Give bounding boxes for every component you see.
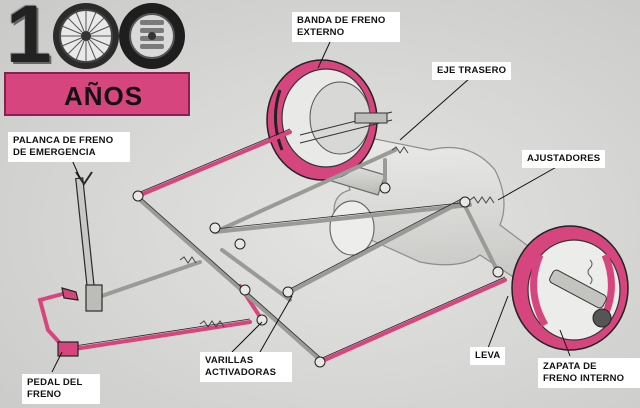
logo-years-badge: AÑOS [4, 72, 190, 116]
label-varillas-activadoras: VARILLAS ACTIVADORAS [200, 352, 292, 382]
spoked-wheel-icon [53, 3, 119, 69]
label-palanca-freno-emergencia: PALANCA DE FRENO DE EMERGENCIA [8, 132, 130, 162]
label-zapata-freno-interno: ZAPATA DE FRENO INTERNO [538, 358, 640, 388]
label-pedal-freno: PEDAL DEL FRENO [22, 374, 100, 404]
logo-years-text: AÑOS [64, 81, 144, 111]
grey-rod-outlines [139, 196, 471, 358]
linkage-joints [132, 182, 504, 368]
leader-lines [51, 41, 571, 373]
adjuster-springs [179, 146, 495, 328]
brake-pedal [57, 287, 79, 357]
label-ajustadores: AJUSTADORES [522, 150, 606, 168]
grey-linkage-rods [94, 148, 500, 362]
pink-rod-outlines [67, 128, 506, 360]
label-leva: LEVA [470, 347, 506, 365]
label-banda-freno-externo: BANDA DE FRENO EXTERNO [292, 12, 400, 42]
pink-activating-rods [37, 130, 507, 364]
emergency-hand-lever [75, 171, 103, 312]
internal-brake-shoe-drum [511, 225, 629, 351]
external-brake-band-drum [266, 59, 393, 181]
alloy-wheel-icon [119, 3, 185, 69]
label-eje-trasero: EJE TRASERO [432, 62, 512, 80]
logo-digit-one: 1 [6, 0, 52, 80]
